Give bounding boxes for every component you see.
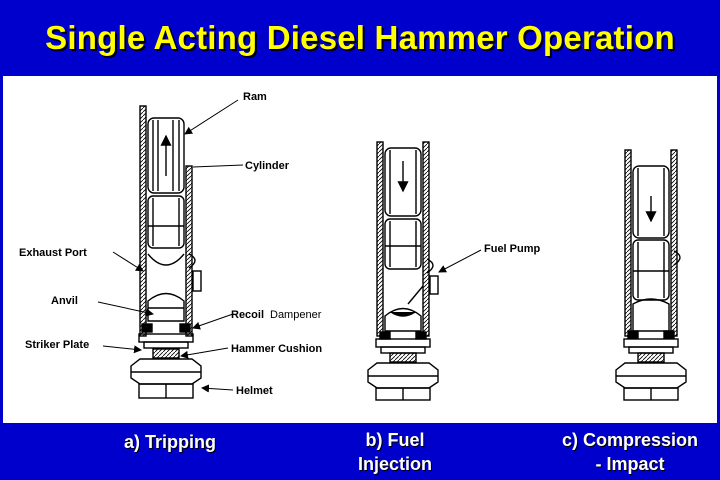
caption-fuel-injection: b) Fuel Injection: [330, 428, 460, 476]
label-recoil: Recoil: [231, 309, 264, 321]
caption-compression-impact: c) Compression - Impact: [540, 428, 720, 476]
hammer-b: [367, 141, 439, 401]
slide-title: Single Acting Diesel Hammer Operation: [45, 19, 675, 56]
hammer-c: [615, 149, 687, 401]
label-anvil: Anvil: [51, 295, 78, 307]
caption-b-line1: b) Fuel: [365, 430, 425, 450]
label-exhaust-port: Exhaust Port: [19, 247, 87, 259]
label-fuel-pump: Fuel Pump: [484, 243, 541, 255]
caption-a-line1: a) Tripping: [124, 432, 216, 452]
caption-tripping: a) Tripping: [90, 430, 250, 454]
caption-c-line2: - Impact: [595, 454, 665, 474]
label-hammer-cushion: Hammer Cushion: [231, 343, 322, 355]
hammer-diagram: Ram Cylinder Exhaust Port Anvil Recoil D…: [19, 91, 687, 401]
hammer-a: [130, 105, 202, 399]
label-helmet: Helmet: [236, 385, 273, 397]
caption-c-line1: c) Compression: [561, 430, 699, 450]
label-dampener: Dampener: [270, 309, 322, 321]
label-cylinder: Cylinder: [245, 160, 290, 172]
diagram-panel: Ram Cylinder Exhaust Port Anvil Recoil D…: [3, 76, 717, 423]
label-ram: Ram: [243, 91, 267, 103]
label-striker-plate: Striker Plate: [25, 339, 89, 351]
caption-b-line2: Injection: [357, 454, 432, 474]
